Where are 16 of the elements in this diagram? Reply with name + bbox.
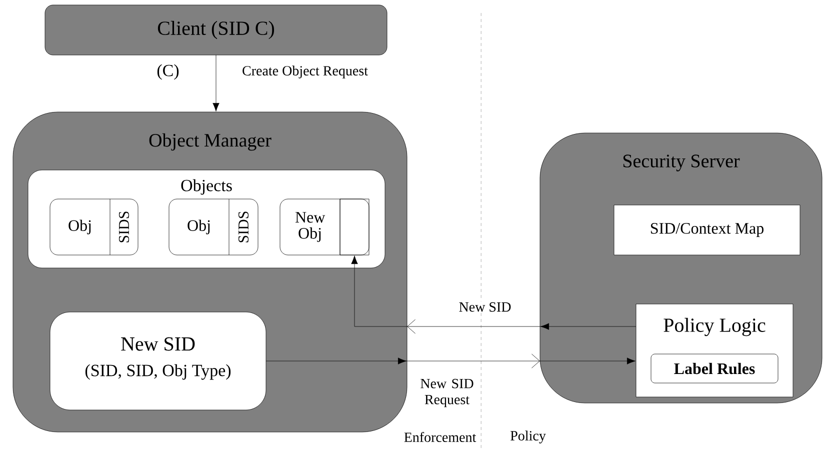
object-card: Obj SIDS	[50, 198, 138, 256]
edge-label: Create Object Request	[241, 64, 369, 80]
edge-label: New SID Request	[415, 378, 479, 408]
rules-box: Label Rules	[650, 354, 778, 384]
arrow	[266, 354, 636, 368]
process-box: SID/Context Map	[614, 204, 800, 256]
object-card: New Obj	[280, 198, 370, 256]
object-card: Obj SIDS	[168, 198, 258, 256]
edge-label: New SID	[458, 301, 512, 313]
process-box: New SID (SID, SID, Obj Type)	[50, 312, 266, 410]
arrow	[351, 256, 636, 334]
text-label: Policy	[510, 430, 546, 444]
sid-slot	[340, 198, 370, 256]
client-box: Client (SID C)	[44, 4, 388, 56]
text-label: Enforcement	[404, 432, 476, 442]
arrow	[212, 54, 220, 112]
